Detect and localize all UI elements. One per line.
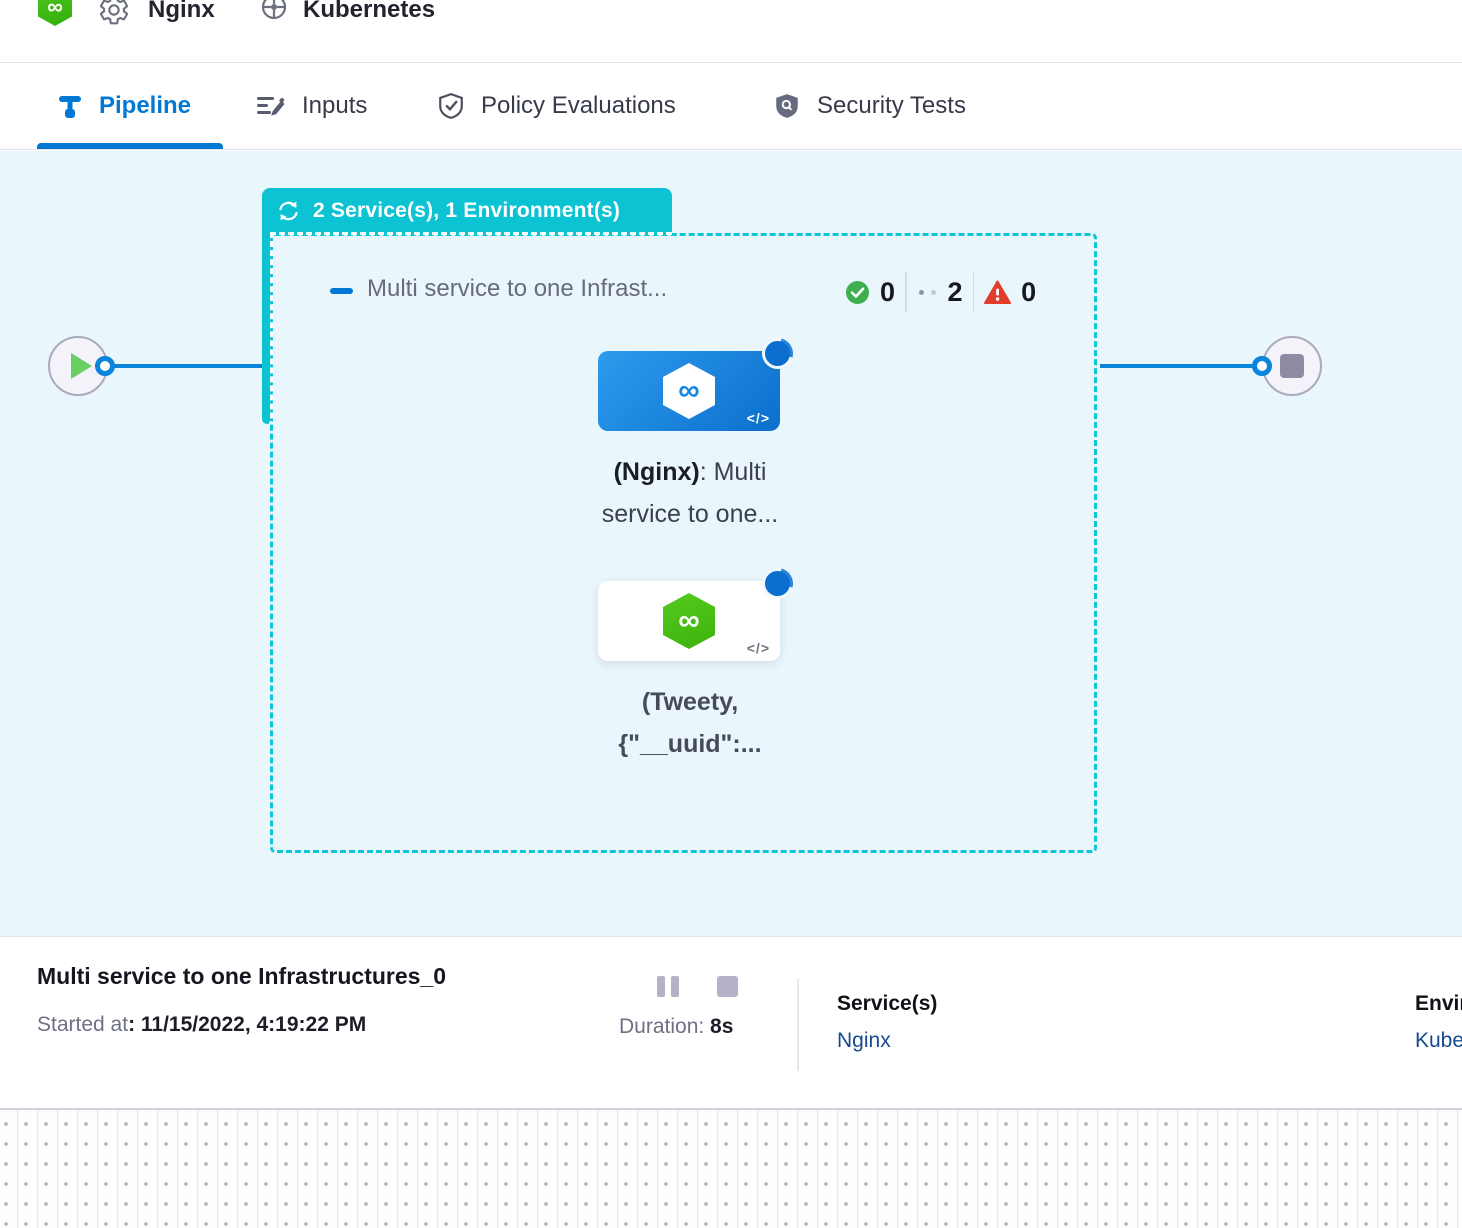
harness-logo-icon: ∞ — [38, 0, 72, 26]
stage-group-spine — [262, 233, 273, 424]
environments-label: Environment(s) — [1415, 992, 1462, 1015]
stop-icon — [1280, 354, 1304, 378]
step-label-nginx-rest: : Multi — [699, 458, 767, 486]
tab-security-label: Security Tests — [817, 92, 966, 119]
duration-label: Duration: — [619, 1015, 711, 1038]
success-check-icon — [846, 280, 869, 304]
pipeline-icon — [59, 95, 81, 118]
step-label-nginx-line2: service to one... — [601, 500, 779, 528]
execution-title: Multi service to one Infrastructures_0 — [37, 963, 447, 989]
step-label-tweety-line1: (Tweety, — [641, 688, 739, 716]
started-at-value: : 11/15/2022, 4:19:22 PM — [128, 1013, 367, 1036]
harness-step-icon: ∞ — [663, 363, 715, 419]
started-at-label: Started at — [37, 1013, 129, 1036]
pipeline-canvas[interactable]: 2 Service(s), 1 Environment(s) Multi ser… — [0, 151, 1462, 936]
pipeline-start-node — [48, 336, 108, 396]
collapse-minus-icon[interactable] — [330, 288, 353, 294]
step-label-nginx: (Nginx): Multi service to one... — [530, 451, 850, 535]
warning-triangle-icon — [984, 280, 1012, 304]
duration-value: 8s — [710, 1015, 734, 1038]
header-environment-name: Kubernetes — [303, 0, 436, 23]
stage-group-badge[interactable]: 2 Service(s), 1 Environment(s) — [262, 188, 672, 235]
failed-count: 0 — [1021, 276, 1037, 307]
pipeline-end-node — [1262, 336, 1322, 396]
success-count: 0 — [880, 276, 896, 307]
harness-step-icon: ∞ — [663, 593, 715, 649]
environments-link[interactable]: Kubernetes — [1415, 1029, 1462, 1052]
footer-divider — [797, 979, 799, 1071]
services-label: Service(s) — [837, 992, 938, 1015]
shield-search-icon — [776, 94, 798, 118]
execution-summary-bar: Multi service to one Infrastructures_0 S… — [0, 936, 1462, 1108]
step-label-tweety: (Tweety, {"__uuid":... — [530, 681, 850, 765]
stage-group-badge-label: 2 Service(s), 1 Environment(s) — [313, 199, 621, 222]
gear-icon — [99, 0, 129, 25]
started-at-row: Started at: 11/15/2022, 4:19:22 PM — [37, 1013, 366, 1037]
tab-policy-label: Policy Evaluations — [481, 92, 676, 119]
edge-start-to-stage — [105, 364, 262, 368]
kubernetes-helm-icon — [261, 0, 287, 20]
execution-header: ∞ Nginx Kubernetes — [0, 0, 1462, 63]
active-tab-underline — [37, 143, 223, 149]
code-icon: </> — [746, 640, 770, 656]
pause-button[interactable] — [657, 976, 679, 997]
tab-security-tests[interactable]: Security Tests — [773, 63, 966, 149]
duration-row: Duration: 8s — [619, 1015, 733, 1039]
tab-policy-evaluations[interactable]: Policy Evaluations — [437, 63, 676, 149]
stage-title: Multi service to one Infrast... — [367, 275, 668, 302]
running-count: 2 — [947, 276, 963, 307]
abort-button[interactable] — [717, 976, 738, 997]
end-connector-dot — [1252, 356, 1272, 376]
tab-inputs-label: Inputs — [302, 92, 368, 119]
refresh-icon — [279, 201, 298, 221]
code-icon: </> — [746, 410, 770, 426]
count-divider — [972, 272, 975, 312]
start-connector-dot — [95, 356, 115, 376]
stage-status-counts: 0 2 0 — [845, 271, 1036, 313]
edge-stage-to-end — [1100, 364, 1253, 368]
stage-dashed-container — [270, 233, 1097, 853]
running-dots-icon — [917, 289, 938, 295]
shield-check-icon — [439, 93, 463, 119]
inputs-edit-icon — [257, 97, 285, 116]
header-service-name: Nginx — [148, 0, 215, 23]
play-icon — [71, 353, 92, 379]
step-label-nginx-bold: (Nginx) — [613, 458, 700, 486]
step-node-tweety[interactable]: ∞ </> — [598, 581, 780, 661]
count-divider — [905, 272, 907, 312]
tab-bar: Pipeline Inputs Policy Evaluations — [0, 63, 1462, 150]
step-label-tweety-line2: {"__uuid":... — [618, 730, 762, 758]
console-grid-area — [0, 1108, 1462, 1228]
tab-inputs[interactable]: Inputs — [256, 63, 367, 149]
step-node-nginx[interactable]: ∞ </> — [598, 351, 780, 431]
tab-pipeline-label: Pipeline — [99, 92, 192, 119]
services-link[interactable]: Nginx — [837, 1029, 891, 1052]
tab-pipeline[interactable]: Pipeline — [57, 63, 191, 149]
